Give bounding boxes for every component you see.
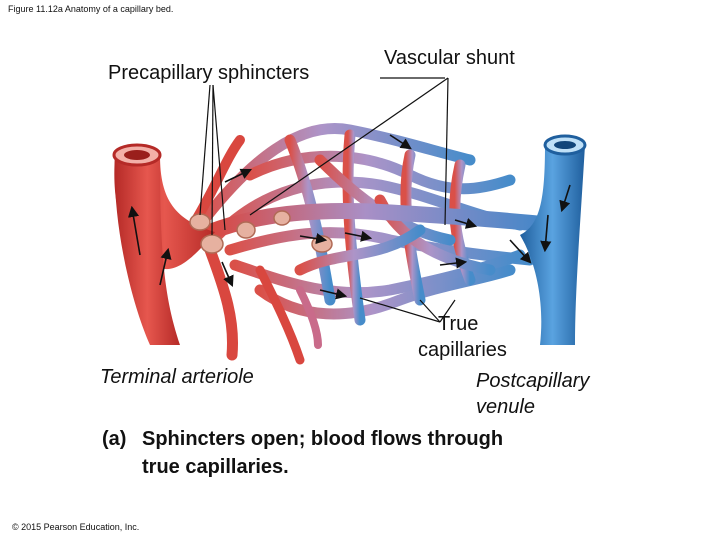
caption-line1: Sphincters open; blood flows through [142,428,504,450]
label-precapillary-sphincters: Precapillary sphincters [108,62,310,84]
flow-arrows [127,134,571,300]
label-terminal-arteriole: Terminal arteriole [100,366,254,388]
caption-line2: true capillaries. [142,456,289,478]
venule-vessel [520,145,585,345]
copyright-notice: © 2015 Pearson Education, Inc. [12,522,140,532]
label-vascular-shunt: Vascular shunt [384,47,515,69]
artery-trunk [114,155,180,345]
precapillary-sphincters [189,210,333,254]
label-postcapillary-venule-line2: venule [476,396,535,418]
label-postcapillary-venule-line1: Postcapillary [476,370,590,392]
label-true-capillaries-line1: True [438,313,479,335]
figure-title: Figure 11.12a Anatomy of a capillary bed… [8,4,174,14]
leader-lines [199,77,456,323]
label-true-capillaries-line2: capillaries [418,339,507,361]
caption-letter: (a) [102,428,127,450]
figure-caption: (a)Sphincters open; blood flows through … [102,425,503,481]
